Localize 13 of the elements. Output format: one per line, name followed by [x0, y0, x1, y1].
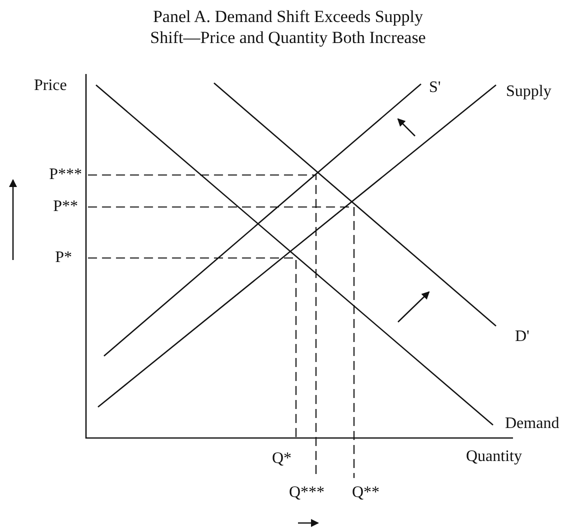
price-label: P** [53, 198, 78, 216]
chart-title: Panel A. Demand Shift Exceeds Supply Shift—Price and Quantity Both Increase [149, 6, 427, 48]
curve-label: Demand [505, 415, 560, 433]
curve-label: S' [429, 79, 441, 97]
quantity-label: Q** [352, 484, 380, 502]
price-label: P* [55, 249, 72, 267]
axis-label: Quantity [466, 448, 522, 466]
quantity-label: Q*** [289, 484, 325, 502]
curve-label: D' [515, 328, 530, 346]
curve-label: Supply [506, 83, 552, 101]
price-label: P*** [49, 166, 82, 184]
axis-label: Price [34, 77, 67, 95]
quantity-label: Q* [272, 450, 292, 468]
